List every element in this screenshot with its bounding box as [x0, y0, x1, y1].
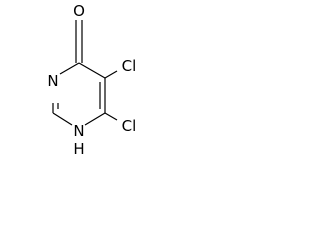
substituent-bonds — [75, 20, 118, 121]
bond-c4-c5 — [78, 62, 106, 79]
atom-hydrogen-1: H — [73, 140, 84, 158]
atom-nitrogen-3: N — [47, 72, 58, 90]
atom-chlorine-5: Cl — [122, 57, 137, 75]
bond-n3-c4 — [59, 62, 80, 75]
bond-c5-cl — [104, 70, 118, 79]
ring-bonds — [52, 62, 106, 126]
bond-n1-c2 — [52, 112, 73, 126]
atom-nitrogen-1: N — [73, 122, 84, 140]
bond-c6-cl — [104, 112, 118, 121]
atom-chlorine-6: Cl — [122, 117, 137, 135]
atom-labels: O Cl Cl N N H — [47, 2, 136, 158]
atom-oxygen: O — [73, 2, 85, 20]
bond-c6-n1 — [84, 112, 106, 126]
chemical-structure-diagram: O Cl Cl N N H — [47, 2, 136, 158]
